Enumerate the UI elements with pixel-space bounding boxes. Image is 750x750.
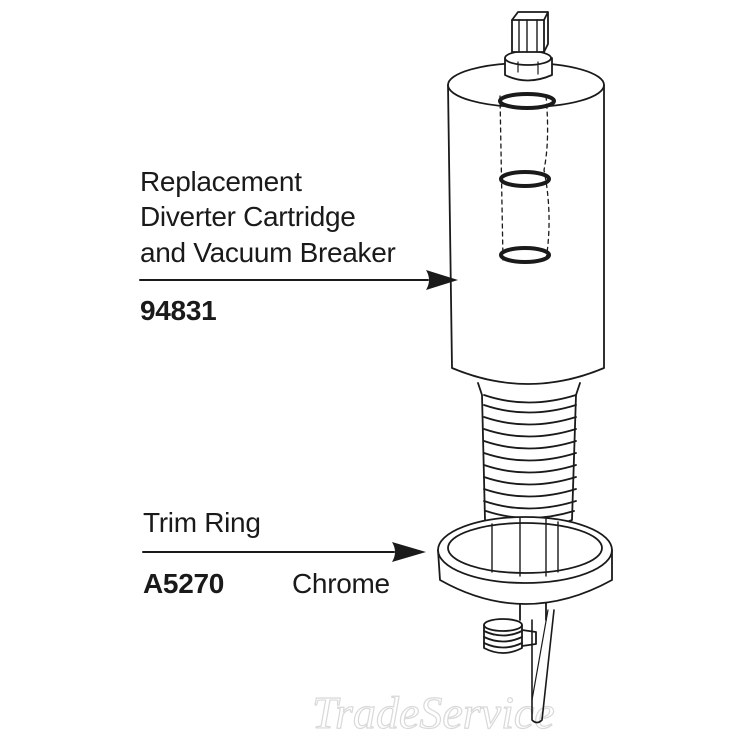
trim-ring-arrow xyxy=(142,542,426,562)
trim-ring-part-number: A5270 xyxy=(143,568,225,599)
trim-ring xyxy=(437,516,613,605)
cartridge-label-line-2: Diverter Cartridge xyxy=(140,201,356,232)
threaded-bonnet xyxy=(477,382,581,530)
diverter-cartridge xyxy=(447,62,605,385)
set-screw xyxy=(483,618,537,654)
cartridge-label-line-1: Replacement xyxy=(140,166,302,197)
spline-stem xyxy=(504,11,553,82)
cartridge-arrow xyxy=(139,270,458,290)
watermark: TradeService xyxy=(312,687,555,738)
trim-ring-label: Trim Ring xyxy=(143,507,261,538)
cartridge-label-line-3: and Vacuum Breaker xyxy=(140,237,396,268)
trim-ring-finish: Chrome xyxy=(292,568,390,599)
cartridge-part-number: 94831 xyxy=(140,295,217,326)
